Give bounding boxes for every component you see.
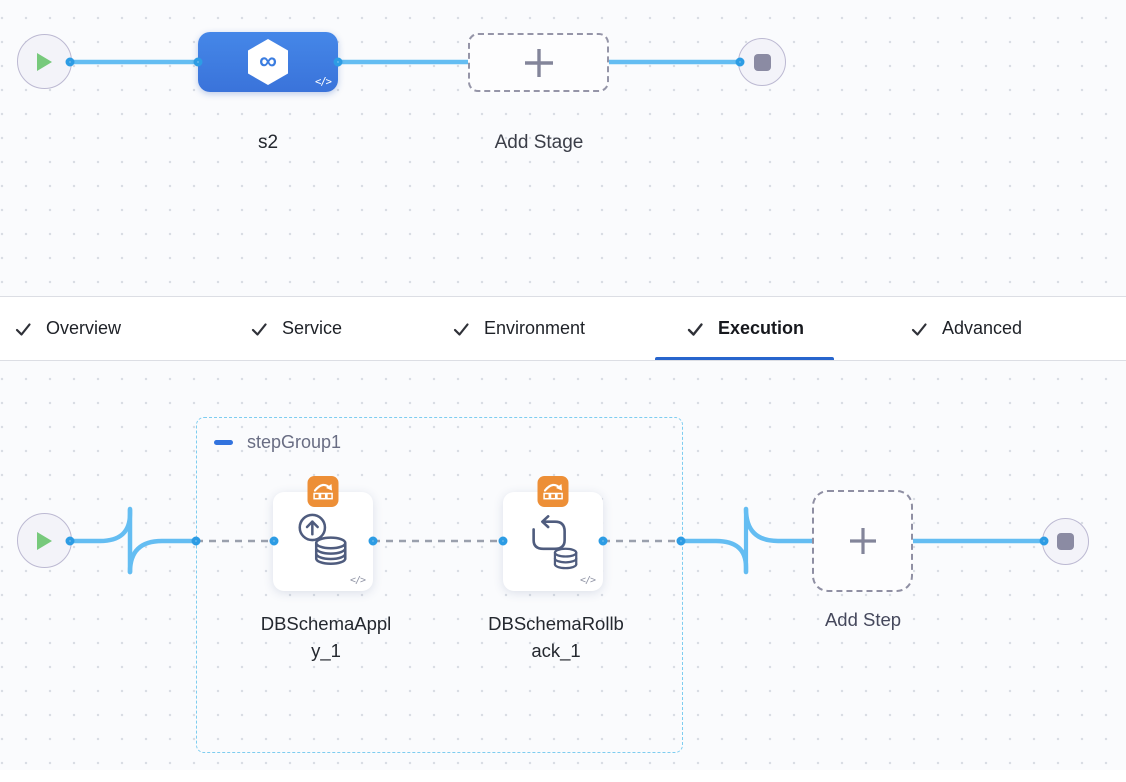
add-stage-button[interactable] xyxy=(468,33,609,92)
check-icon xyxy=(453,322,469,336)
check-icon xyxy=(251,322,267,336)
tab-label: Advanced xyxy=(942,318,1023,338)
pipeline-end-node[interactable] xyxy=(738,38,786,86)
stage-config-tabbar: Overview Service Environment Execution A xyxy=(0,296,1126,361)
code-icon[interactable]: </> xyxy=(579,575,596,586)
connector-port[interactable] xyxy=(191,536,201,546)
connector-port[interactable] xyxy=(65,536,75,546)
step-name-label: DBSchemaApply_1 xyxy=(260,613,392,661)
plus-icon xyxy=(524,48,553,77)
connector-port[interactable] xyxy=(676,536,686,546)
execution-end-node[interactable] xyxy=(1042,518,1089,565)
svg-text:∞: ∞ xyxy=(259,47,277,75)
connector-port[interactable] xyxy=(333,57,343,67)
rolling-strategy-badge-icon xyxy=(537,476,569,507)
stop-icon xyxy=(1057,533,1074,550)
connector-port[interactable] xyxy=(598,536,608,546)
connector-port[interactable] xyxy=(269,536,279,546)
plus-icon xyxy=(849,528,876,554)
tab-service[interactable]: Service xyxy=(250,297,342,360)
tab-overview[interactable]: Overview xyxy=(14,297,121,360)
connector-port[interactable] xyxy=(193,57,203,67)
check-icon xyxy=(15,322,31,336)
step-node-dbschemaapply[interactable]: </> xyxy=(273,476,373,591)
harness-cd-hexagon-icon: ∞ xyxy=(248,39,288,85)
play-icon xyxy=(37,52,52,71)
execution-graph-canvas[interactable]: stepGroup1 xyxy=(0,361,1126,782)
execution-start-node[interactable] xyxy=(17,513,72,568)
tab-label: Environment xyxy=(484,318,586,338)
check-icon xyxy=(687,322,703,336)
step-group-header: stepGroup1 xyxy=(214,432,341,453)
execution-connectors xyxy=(67,506,1047,575)
step-group-label: stepGroup1 xyxy=(247,432,342,452)
stage-connectors xyxy=(70,59,740,65)
stop-icon xyxy=(753,53,771,71)
add-step-button[interactable] xyxy=(812,490,913,592)
connector-port[interactable] xyxy=(65,57,75,67)
code-icon[interactable]: </> xyxy=(315,76,332,88)
add-stage-label: Add Stage xyxy=(494,132,584,153)
tab-execution[interactable]: Execution xyxy=(686,297,804,360)
connector-port[interactable] xyxy=(735,57,745,67)
rolling-strategy-badge-icon xyxy=(307,476,339,507)
tab-environment[interactable]: Environment xyxy=(452,297,585,360)
tab-advanced[interactable]: Advanced xyxy=(910,297,1022,360)
step-group-box[interactable] xyxy=(196,417,683,753)
connector-port[interactable] xyxy=(498,536,508,546)
tab-label: Overview xyxy=(46,318,122,338)
db-schema-apply-icon xyxy=(298,513,347,565)
check-icon xyxy=(911,322,927,336)
step-node-dbschemarollback[interactable]: </> xyxy=(503,476,603,591)
stage-name-label: s2 xyxy=(257,132,279,153)
connector-port[interactable] xyxy=(1039,536,1049,546)
canvas-bottom-edge xyxy=(0,770,1126,782)
stage-node-s2[interactable]: ∞ </> xyxy=(198,32,338,92)
active-tab-underline xyxy=(655,356,834,360)
collapse-minus-icon[interactable] xyxy=(214,440,233,445)
play-icon xyxy=(37,531,52,550)
db-schema-rollback-icon xyxy=(532,514,578,569)
code-icon[interactable]: </> xyxy=(349,575,366,586)
step-name-label: DBSchemaRollback_1 xyxy=(488,613,624,661)
tab-label: Service xyxy=(282,318,343,338)
stage-graph-canvas[interactable]: ∞ </> s2 Add Stage xyxy=(0,0,1126,296)
connector-port[interactable] xyxy=(368,536,378,546)
pipeline-start-node[interactable] xyxy=(17,34,72,89)
tab-label: Execution xyxy=(718,318,805,338)
add-step-label: Add Step xyxy=(824,609,902,630)
